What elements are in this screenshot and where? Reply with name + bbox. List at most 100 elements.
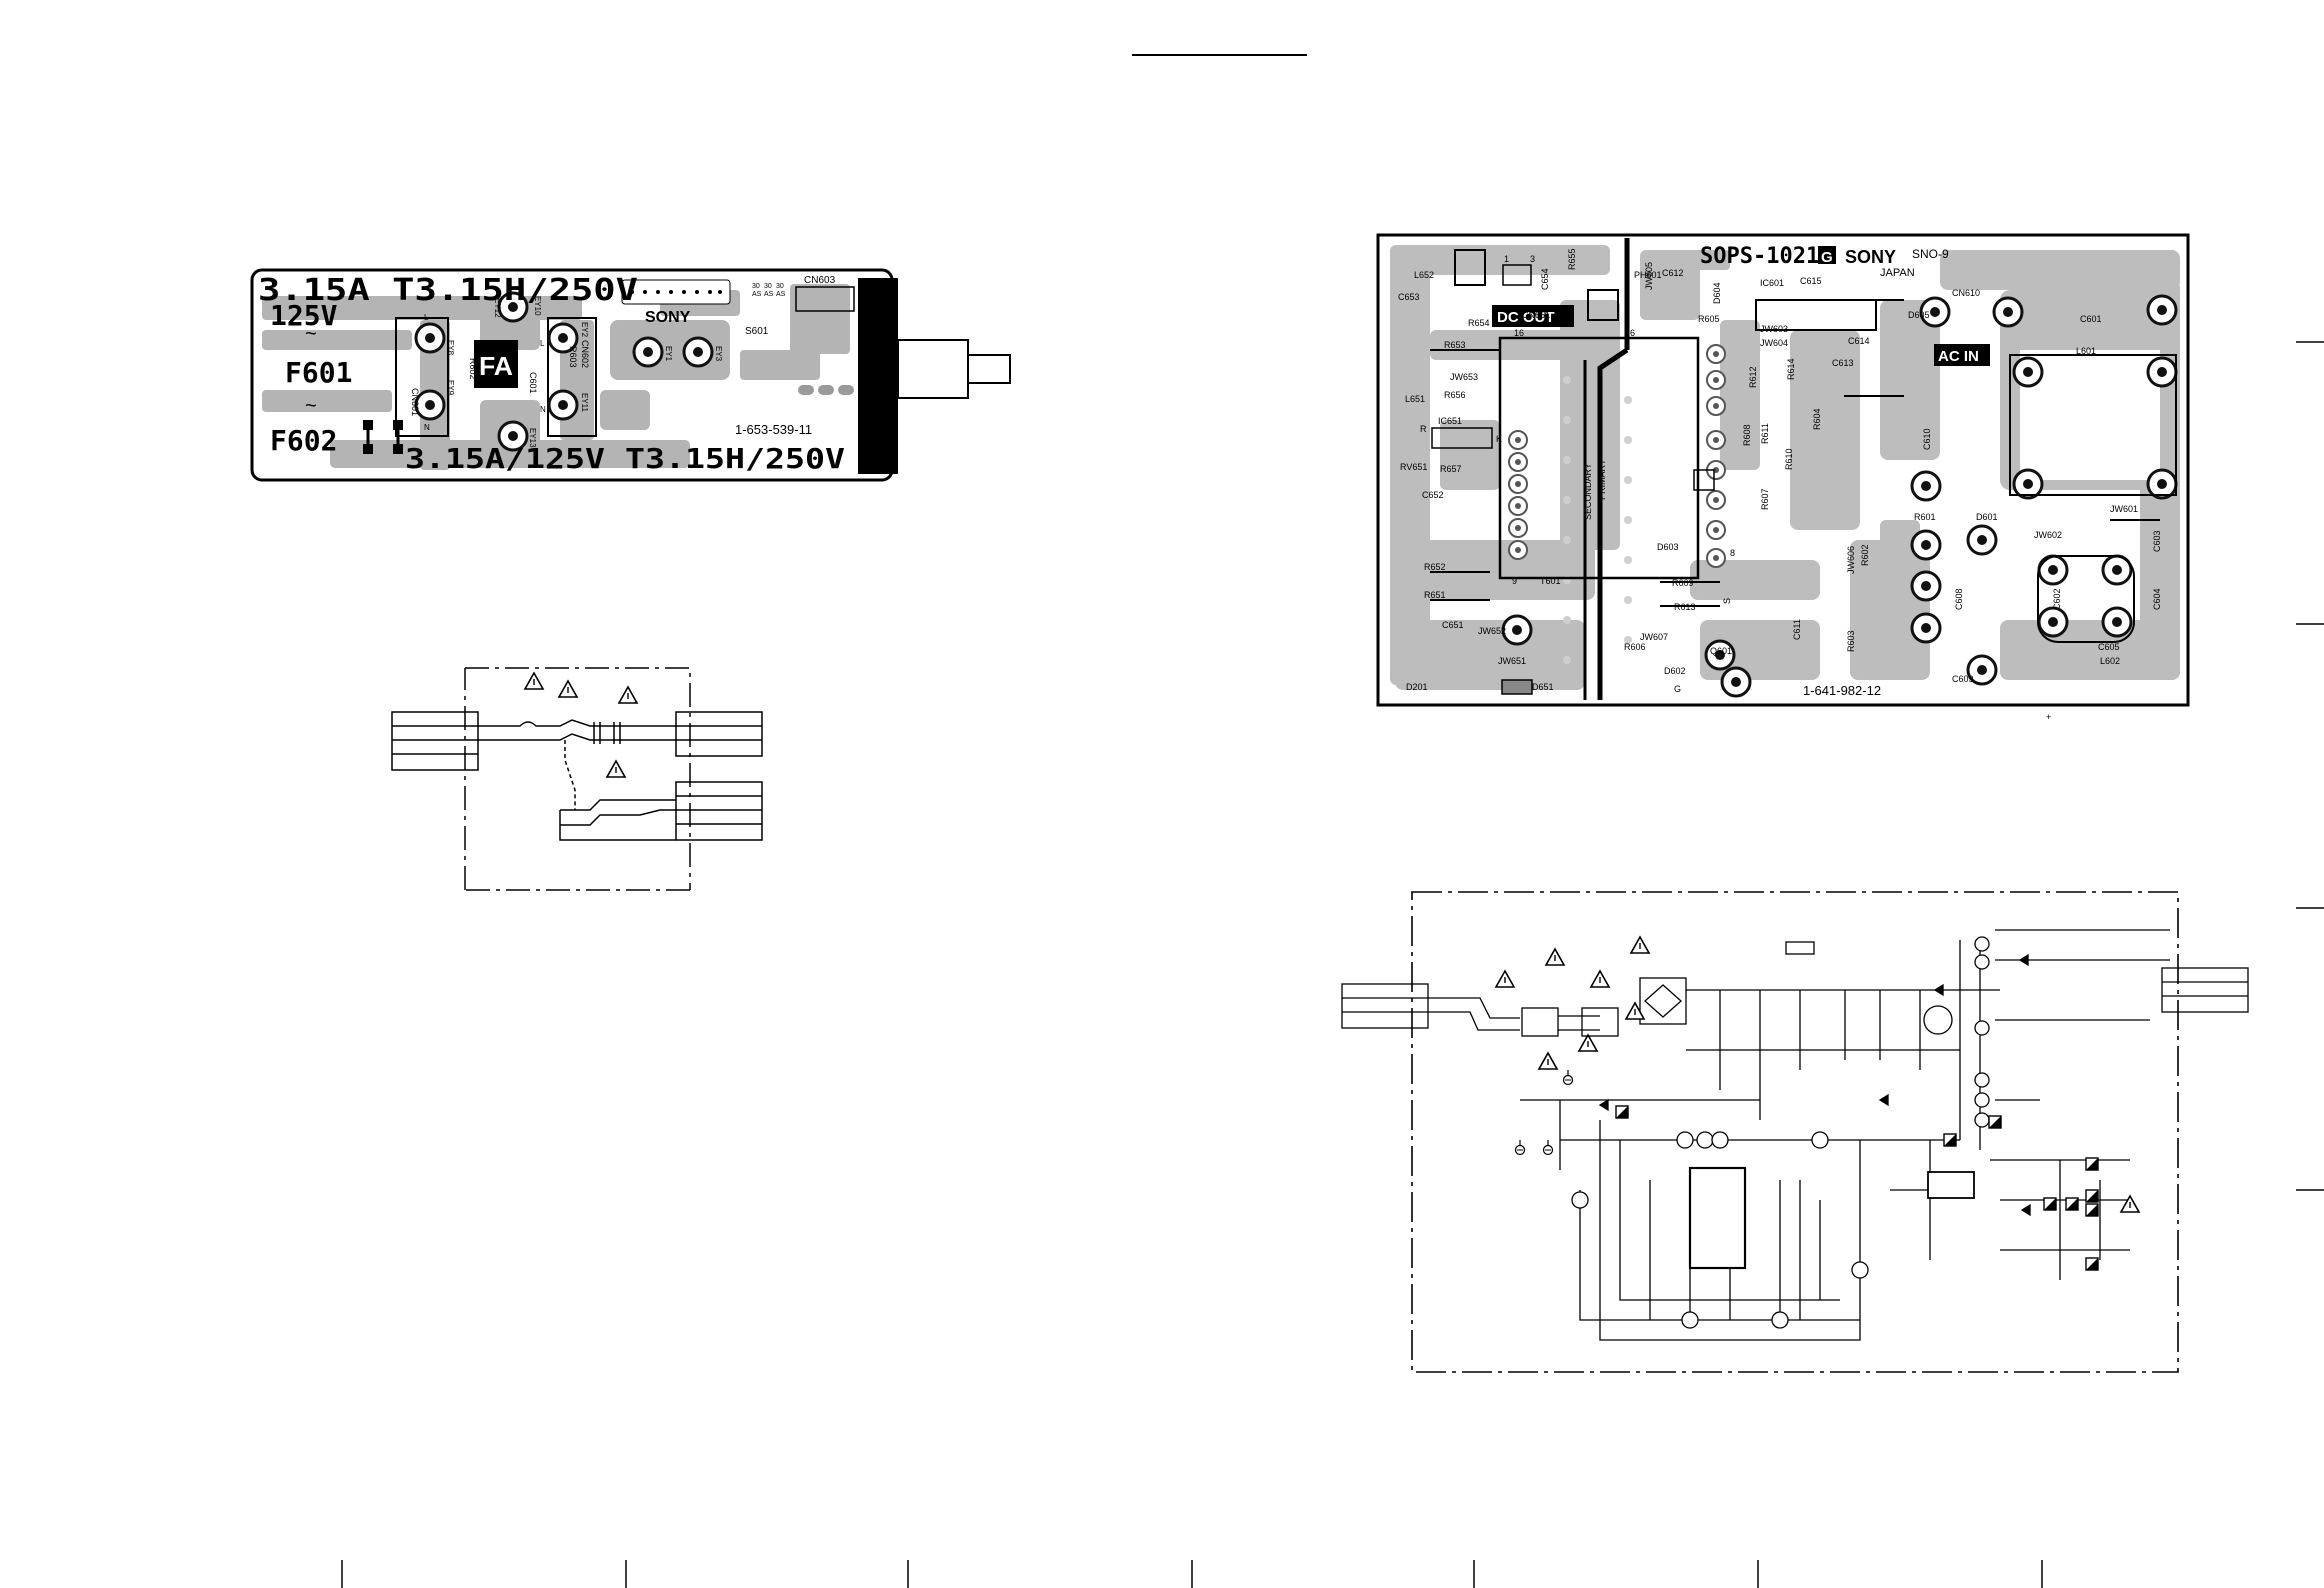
sops-label-rv651-13: RV651: [1400, 462, 1427, 472]
sops-label-c615-34: C615: [1800, 276, 1822, 286]
sops-label-cn610-42: CN610: [1952, 288, 1980, 298]
sops-country: JAPAN: [1880, 267, 1915, 279]
sops-label-d651-22: D651: [1532, 682, 1554, 692]
sops-label-c609-76: C609: [1952, 674, 1974, 684]
sops-label-jw607-56: JW607: [1640, 632, 1668, 642]
sops-label-r655-5: R655: [1567, 248, 1577, 270]
sops-label-jw605-31: JW605: [1644, 262, 1654, 290]
margin-ticks: [341, 341, 2324, 1588]
fa-pin-l1: L: [424, 313, 429, 322]
sops-label-t601-23: T601: [1540, 576, 1561, 586]
fa-ey2: EY2: [580, 322, 589, 338]
sops-label-jw653-7: JW653: [1450, 372, 1478, 382]
sops-label-r657-14: R657: [1440, 464, 1462, 474]
sops-secondary: SECONDARY: [1583, 463, 1593, 520]
sops-label-r606-57: R606: [1624, 642, 1646, 652]
sops-part-number: 1-641-982-12: [1803, 683, 1881, 698]
sops-label-r-11: R: [1420, 424, 1427, 434]
sops-label-r604-47: R604: [1812, 408, 1822, 430]
fa-r602: R602: [468, 358, 478, 380]
sops-label-r605-36: R605: [1698, 314, 1720, 324]
sops-label-l602-75: L602: [2100, 656, 2120, 666]
sops-label-9-24: 9: [1512, 576, 1517, 586]
sops-label-c613-40: C613: [1832, 358, 1854, 368]
sops-label-d604-35: D604: [1712, 282, 1722, 304]
sops-model: SOPS-1021: [1700, 244, 1819, 269]
sops-label-r613-55: R613: [1674, 602, 1696, 612]
sops-model-suffix: G: [1821, 249, 1833, 266]
sops-label-c602-69: C602: [2052, 588, 2062, 610]
sops-label-c654-4: C654: [1540, 268, 1550, 290]
sops-brand: SONY: [1845, 247, 1896, 267]
sops-label-8-27: 8: [1730, 548, 1735, 558]
sops-label-r654-2: R654: [1468, 318, 1490, 328]
fa-rating-bottom: 3.15A/125V T3.15H/250V: [405, 442, 845, 475]
fa-sw-30b: 30: [764, 283, 772, 290]
sops-label-ic651-10: IC651: [1438, 416, 1462, 426]
sops-label-r652-16: R652: [1424, 562, 1446, 572]
sops-label-r602-64: R602: [1860, 544, 1870, 566]
sops-label-jw602-70: JW602: [2034, 530, 2062, 540]
sops-label-c614-39: C614: [1848, 336, 1870, 346]
fa-schematic: [391, 667, 763, 891]
fa-cn602: CN602: [580, 340, 590, 368]
sops-label-6-26: 6: [1630, 328, 1635, 338]
sops-label-jw603-37: JW603: [1760, 324, 1788, 334]
sops-label-jw652-19: JW652: [1478, 626, 1506, 636]
fa-board: ~ ~: [250, 268, 1011, 482]
sops-label-r603-65: R603: [1846, 630, 1856, 652]
sops-label-c652-15: C652: [1422, 490, 1444, 500]
fa-ey11: EY11: [580, 393, 589, 413]
sops-label-r601-66: R601: [1914, 512, 1936, 522]
sops-label-s-61: S: [1722, 598, 1732, 604]
fa-sw-as2: AS: [764, 291, 774, 298]
sops-label-d603-53: D603: [1657, 542, 1679, 552]
sops-label-jw606-63: JW606: [1846, 546, 1856, 574]
sops-label-c611-62: C611: [1792, 619, 1802, 640]
sops-ac-in: AC IN: [1938, 348, 1979, 365]
sops-label-r656-8: R656: [1444, 390, 1466, 400]
sops-board: [1376, 233, 2190, 707]
sops-label-jw651-20: JW651: [1498, 656, 1526, 666]
sops-label-c603-72: C603: [2152, 530, 2162, 552]
sops-label-c601-43: C601: [2080, 314, 2102, 324]
sops-label-cn651-3: CN651: [1522, 310, 1550, 320]
sops-component-labels: L652C653R654CN651C654R655R653JW653R656L6…: [1398, 248, 2162, 722]
fa-fuse-f602: F602: [270, 424, 337, 457]
fa-voltage: 125V: [270, 299, 338, 332]
fa-part-number: 1-653-539-11: [735, 422, 812, 437]
sops-label-l601-44: L601: [2076, 346, 2096, 356]
sops-label-ic601-33: IC601: [1760, 278, 1784, 288]
fa-ey3: EY3: [714, 346, 723, 362]
fa-pin-l2: L: [540, 339, 545, 348]
sops-label-r610-50: R610: [1784, 448, 1794, 470]
fa-cn603: CN603: [804, 275, 836, 286]
fa-brand: SONY: [645, 309, 691, 326]
fa-r603: R603: [568, 346, 578, 368]
fa-ey1: EY1: [664, 346, 673, 362]
sops-label-+-77: +: [2046, 712, 2051, 722]
sops-label-r607-51: R607: [1760, 488, 1770, 510]
fa-ey8: EY8: [446, 340, 455, 356]
fa-c601: C601: [528, 372, 538, 394]
fa-rating-top: 3.15A T3.15H/250V: [258, 273, 638, 308]
sops-label-16-25: 16: [1514, 328, 1524, 338]
sops-label-c608-68: C608: [1954, 588, 1964, 610]
fa-pin-n2: N: [540, 405, 546, 414]
sops-label-r609-54: R609: [1672, 578, 1694, 588]
sops-label-d201-21: D201: [1406, 682, 1428, 692]
fa-s601: S601: [745, 326, 769, 337]
fa-pin-n1: N: [424, 423, 430, 432]
fa-fuse-f601: F601: [285, 356, 352, 389]
sops-label-r651-17: R651: [1424, 590, 1446, 600]
sops-label-c605-74: C605: [2098, 642, 2120, 652]
fa-board-label: FA: [479, 351, 513, 381]
sops-label-r612-45: R612: [1748, 366, 1758, 388]
sops-label-d601-67: D601: [1976, 512, 1998, 522]
fa-sw-30a: 30: [752, 283, 760, 290]
sops-label-r611-49: R611: [1760, 423, 1770, 444]
sops-label-d602-58: D602: [1664, 666, 1686, 676]
sops-label-l651-9: L651: [1405, 394, 1425, 404]
fa-cn601: CN601: [410, 388, 420, 416]
